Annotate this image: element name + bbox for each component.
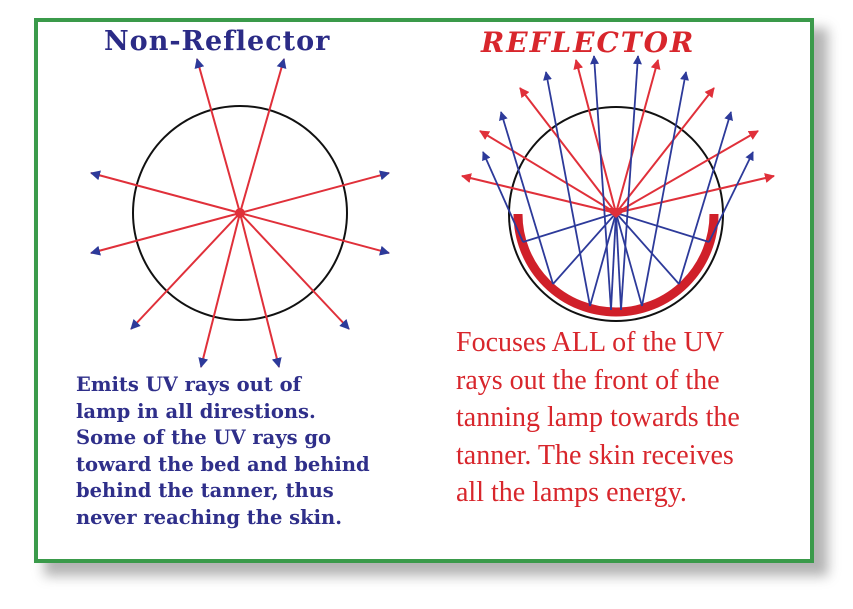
caption-line: lamp in all direstions.	[76, 399, 316, 423]
direct-ray	[615, 130, 759, 214]
reflector-diagram	[461, 55, 775, 322]
caption-line: tanning lamp towards the	[456, 402, 740, 433]
lamp-circle-left	[132, 105, 348, 321]
direct-ray	[573, 59, 617, 214]
direct-ray	[519, 87, 617, 214]
caption-line: Emits UV rays out of	[76, 373, 301, 396]
ray	[198, 212, 241, 368]
ray-to-reflector	[615, 212, 643, 307]
lamp-center-right	[604, 208, 628, 218]
caption-line: never reaching the skin.	[76, 505, 343, 529]
reflected-ray	[499, 111, 554, 285]
ray	[194, 58, 241, 214]
reflected-ray	[590, 55, 612, 311]
reflected-ray	[678, 111, 733, 285]
caption-line: tanner. The skin receives	[456, 439, 734, 471]
non-reflector-caption: Emits UV rays out of lamp in all diresti…	[76, 372, 370, 531]
reflector-arc	[513, 213, 719, 317]
reflected-ray	[543, 71, 591, 307]
ray	[239, 212, 390, 256]
caption-line: behind the tanner, thus	[76, 479, 334, 502]
ray	[239, 170, 390, 214]
reflector-caption: Focuses ALL of the UV rays out the front…	[456, 324, 740, 512]
direct-ray	[479, 130, 617, 214]
ray	[239, 212, 282, 368]
ray	[90, 212, 241, 256]
non-reflector-diagram	[90, 58, 390, 368]
diagram-card: Non-Reflector REFLECTOR Emits UV rays ou…	[34, 18, 814, 563]
caption-line: toward the bed and behind	[76, 452, 370, 476]
direct-ray	[615, 173, 775, 214]
caption-line: all the lamps energy.	[456, 477, 687, 508]
reflected-ray	[482, 151, 524, 243]
reflector-title: REFLECTOR	[481, 26, 696, 59]
ray-to-reflector	[615, 212, 622, 311]
direct-ray	[461, 173, 617, 214]
caption-line: Some of the UV rays go	[76, 426, 332, 449]
ray-to-reflector	[610, 212, 617, 311]
direct-ray	[615, 59, 661, 214]
ray-to-reflector	[589, 212, 617, 307]
ray	[239, 212, 350, 330]
reflected-ray	[641, 71, 689, 307]
ray	[239, 58, 287, 214]
lamp-center-left	[235, 208, 245, 218]
direct-ray	[615, 87, 715, 214]
non-reflector-title: Non-Reflector	[104, 26, 331, 57]
reflected-ray	[620, 55, 642, 311]
ray	[130, 212, 241, 330]
reflected-ray	[708, 151, 754, 243]
ray-diagram	[90, 55, 775, 368]
caption-line: rays out the front of the	[456, 364, 720, 396]
caption-line: Focuses ALL of the UV	[456, 327, 725, 358]
ray	[90, 170, 241, 214]
